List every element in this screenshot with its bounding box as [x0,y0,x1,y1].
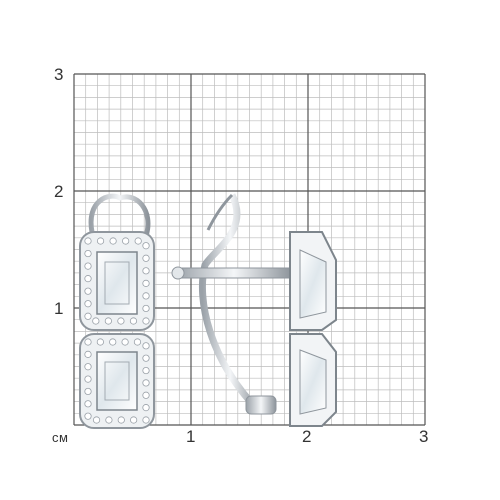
halo-stone [109,338,117,346]
halo-stone [84,249,92,258]
halo-stone [109,237,117,245]
halo-stone [84,350,92,358]
halo-stone [142,416,150,424]
halo-stone [142,366,150,375]
halo-stone [142,379,150,387]
x-tick-2: 2 [302,427,312,446]
halo-stone [142,254,150,262]
halo-stone [121,338,129,346]
halo-stone [104,317,112,325]
halo-stone [142,279,150,287]
halo-stone [122,237,130,245]
earring-front-icon [79,193,155,429]
halo-stone [117,416,125,424]
y-tick-1: 1 [54,299,64,318]
halo-stone [84,300,92,308]
halo-stone [142,354,150,362]
earring-side-icon [171,193,337,427]
halo-stone [84,338,92,346]
halo-stone [84,412,92,420]
halo-stone [84,287,92,295]
halo-stone [96,237,105,245]
halo-stone [142,342,150,350]
halo-stone [84,262,92,270]
halo-stone [84,275,92,283]
halo-stone [92,317,100,325]
y-tick-2: 2 [54,182,64,201]
halo-stone [105,416,113,424]
halo-stone [133,338,142,346]
x-tick-3: 3 [419,427,429,446]
halo-stone [117,317,125,325]
halo-stone [142,404,150,412]
halo-stone [84,312,92,320]
halo-stone [84,375,92,383]
halo-stone [142,267,150,275]
unit-label: см [52,430,69,445]
halo-stone [96,338,104,346]
x-tick-1: 1 [186,427,196,446]
halo-stone [134,237,142,245]
halo-stone [84,363,92,371]
halo-stone [129,317,138,325]
halo-stone [84,400,92,408]
halo-stone [142,391,150,399]
halo-stone [142,292,150,300]
halo-stone [142,317,150,325]
halo-stone [84,387,92,396]
halo-stone [92,416,101,424]
halo-stone [142,242,150,250]
y-tick-3: 3 [54,65,64,84]
halo-stone [84,237,92,245]
halo-stone [130,416,138,424]
halo-stone [142,304,150,313]
